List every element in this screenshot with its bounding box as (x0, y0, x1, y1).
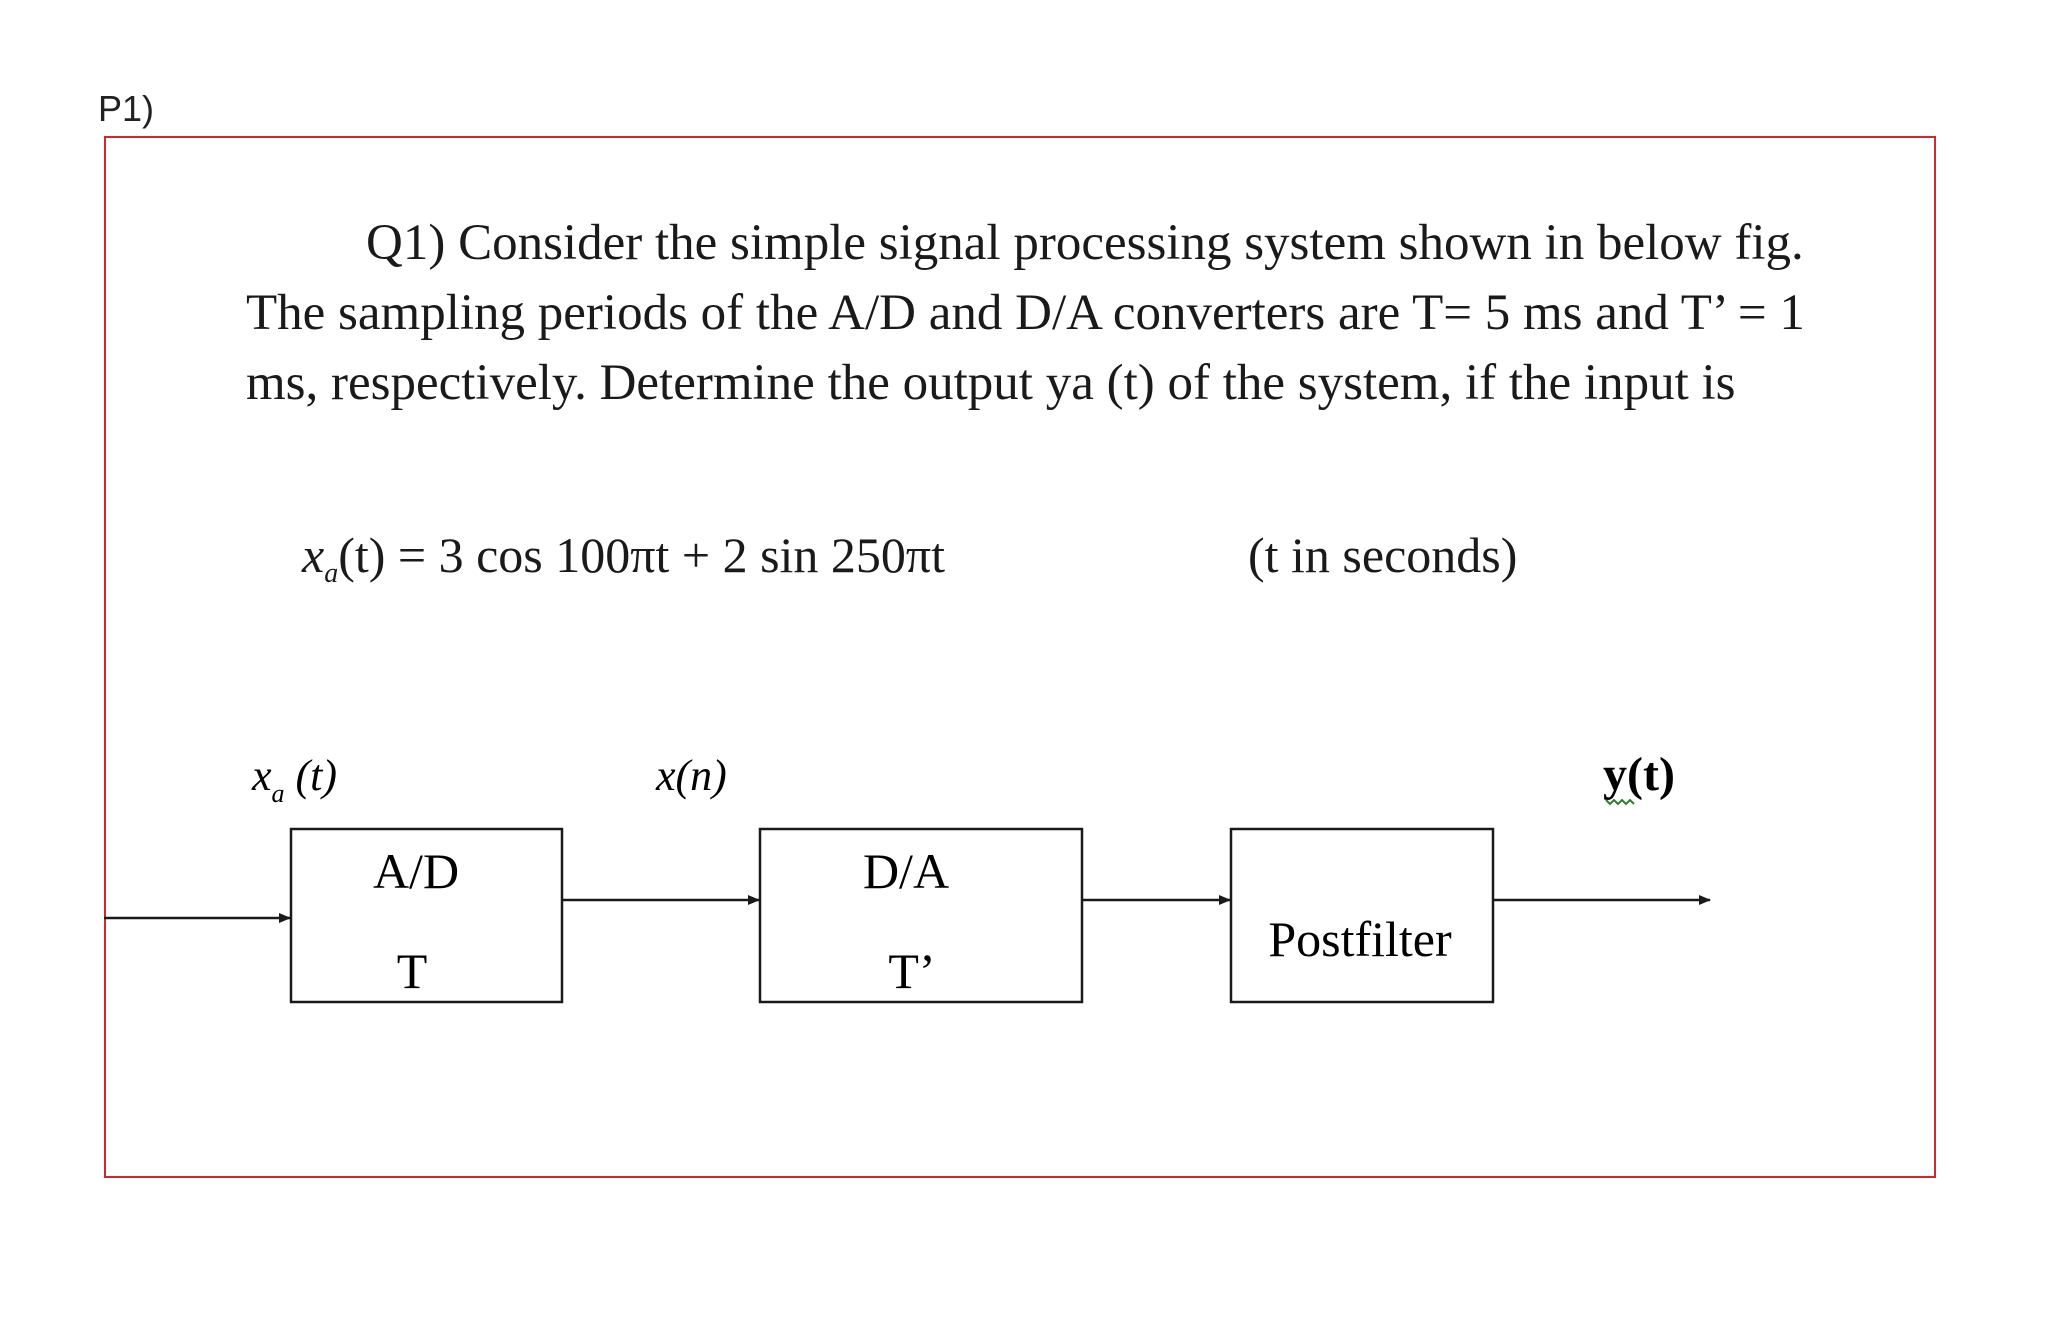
da-converter-block: D/A T’ (758, 827, 1084, 1004)
problem-label: P1) (98, 88, 155, 129)
question-text: Q1) Consider the simple signal processin… (246, 208, 1806, 418)
postfilter-label: Postfilter (1268, 911, 1452, 967)
output-signal-label: y(t) (1603, 748, 1675, 801)
equation-lhs-var: x (302, 527, 325, 583)
input-equation: xa(t) = 3 cos 100πt + 2 sin 250πt (302, 526, 945, 590)
input-signal-label: xa (t) (251, 751, 337, 808)
ad-label: A/D (373, 843, 459, 899)
question-body: Q1) Consider the simple signal processin… (246, 215, 1805, 411)
ad-period-label: T (397, 943, 428, 999)
postfilter-block: Postfilter (1229, 827, 1495, 1004)
ad-box (289, 827, 564, 1004)
da-period-label: T’ (888, 943, 935, 999)
da-box (758, 827, 1084, 1004)
equation-rhs: (t) = 3 cos 100πt + 2 sin 250πt (338, 527, 946, 583)
input-signal-var: x (251, 751, 272, 800)
postfilter-box (1229, 827, 1495, 1004)
question-frame: Q1) Consider the simple signal processin… (104, 136, 1936, 1178)
equation-lhs-sub: a (324, 558, 339, 589)
equation-note: (t in seconds) (1248, 527, 1518, 583)
input-signal-arg: (t) (285, 751, 338, 800)
spellcheck-underline (1605, 798, 1635, 806)
intermediate-signal-label: x(n) (655, 751, 727, 800)
da-label: D/A (863, 843, 949, 899)
input-signal-sub: a (272, 779, 285, 808)
ad-converter-block: A/D T (289, 827, 564, 1004)
